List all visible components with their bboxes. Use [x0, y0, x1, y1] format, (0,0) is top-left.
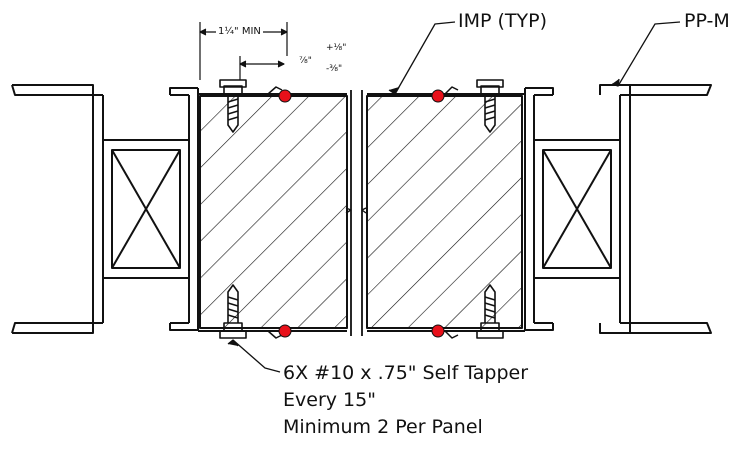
sealant-beads	[278, 89, 445, 338]
fastener-note-line3: Minimum 2 Per Panel	[283, 416, 483, 438]
left-profile	[11, 84, 199, 334]
leader-lines	[227, 21, 681, 373]
dimension-lines	[199, 22, 288, 80]
tolerance-plus-label: +⅛"	[326, 43, 347, 53]
imp-typ-label: IMP (TYP)	[458, 10, 547, 32]
fastener-note-line2: Every 15"	[283, 389, 376, 411]
tolerance-minus-label: -⅜"	[326, 64, 343, 74]
fastener-bottom-left	[219, 284, 247, 339]
left-insulated-panel	[198, 93, 348, 332]
right-profile	[524, 84, 712, 334]
fastener-top-right	[476, 79, 504, 133]
fastener-note-line1: 6X #10 x .75" Self Tapper	[283, 362, 529, 384]
min-dimension-label: 1¼" MIN	[216, 26, 263, 37]
right-insulated-panel	[366, 93, 525, 332]
fastener-top-left	[219, 79, 247, 133]
break-lines	[345, 90, 367, 336]
fastener-bottom-right	[476, 284, 504, 339]
pp-m-label: PP-M	[684, 10, 730, 32]
tolerance-nominal-label: ⅞"	[299, 56, 312, 66]
